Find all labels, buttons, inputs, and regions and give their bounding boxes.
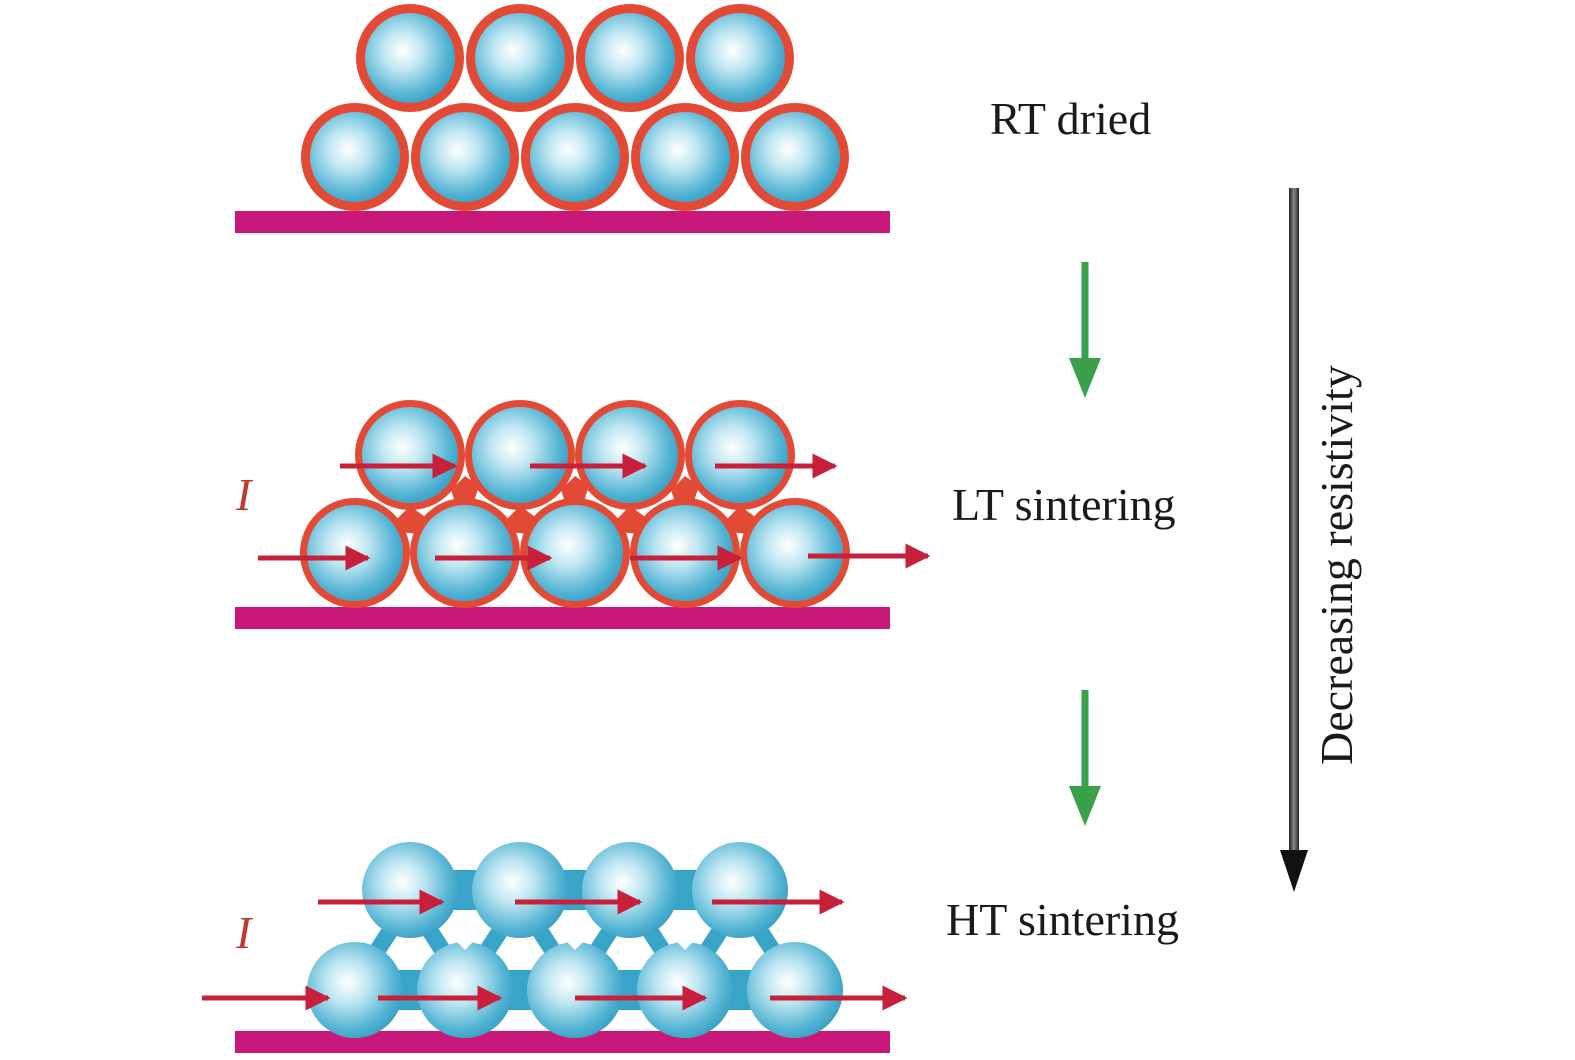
particle (310, 112, 400, 202)
current-flow (202, 889, 908, 1011)
pore (565, 930, 585, 950)
particle (637, 942, 733, 1038)
pore (400, 945, 420, 965)
particle (692, 842, 788, 938)
particle (475, 13, 565, 103)
shell-residue (561, 476, 589, 504)
particle (527, 942, 623, 1038)
shell-residue (451, 476, 479, 504)
particle-layer (301, 4, 849, 211)
pore (455, 930, 475, 950)
trend-label: Decreasing resistivity (1311, 365, 1362, 765)
substrate (235, 1031, 890, 1053)
particle (527, 505, 623, 601)
particle (750, 112, 840, 202)
particle-layer (300, 400, 850, 608)
particle (417, 505, 513, 601)
particle (307, 505, 403, 601)
stage-label-lt: LT sintering (952, 479, 1176, 530)
stage-label-rt: RT dried (990, 93, 1152, 144)
pore (620, 945, 640, 965)
stage-lt-sintering (235, 400, 931, 629)
shell-residue (671, 476, 699, 504)
particle (695, 13, 785, 103)
particle (365, 13, 455, 103)
shell-residue (506, 506, 534, 534)
current-flow (258, 453, 931, 571)
particle (582, 407, 678, 503)
shell-residue (396, 506, 424, 534)
pore (510, 945, 530, 965)
stage-ht-sintering (202, 842, 908, 1053)
particle (637, 505, 733, 601)
particle (472, 407, 568, 503)
shell-residue (616, 506, 644, 534)
particle (417, 942, 513, 1038)
particle (472, 842, 568, 938)
shell-residue (726, 506, 754, 534)
current-symbol-lt: I (236, 469, 252, 520)
particle (585, 13, 675, 103)
particle (582, 842, 678, 938)
stage-rt-dried (235, 4, 890, 233)
substrate (235, 607, 890, 629)
substrate (235, 211, 890, 233)
particle (530, 112, 620, 202)
down-arrow-icon (1069, 690, 1101, 826)
stage-label-ht: HT sintering (946, 894, 1179, 945)
particle (747, 942, 843, 1038)
current-symbol-ht: I (236, 907, 252, 958)
pore (730, 945, 750, 965)
particle (420, 112, 510, 202)
pore (675, 930, 695, 950)
particle (307, 942, 403, 1038)
down-arrow-icon (1069, 262, 1101, 398)
particle (640, 112, 730, 202)
particle (362, 842, 458, 938)
particle-layer (307, 842, 843, 1038)
particle (747, 505, 843, 601)
trend-arrow-icon (1280, 188, 1308, 892)
particle (692, 407, 788, 503)
particle (362, 407, 458, 503)
